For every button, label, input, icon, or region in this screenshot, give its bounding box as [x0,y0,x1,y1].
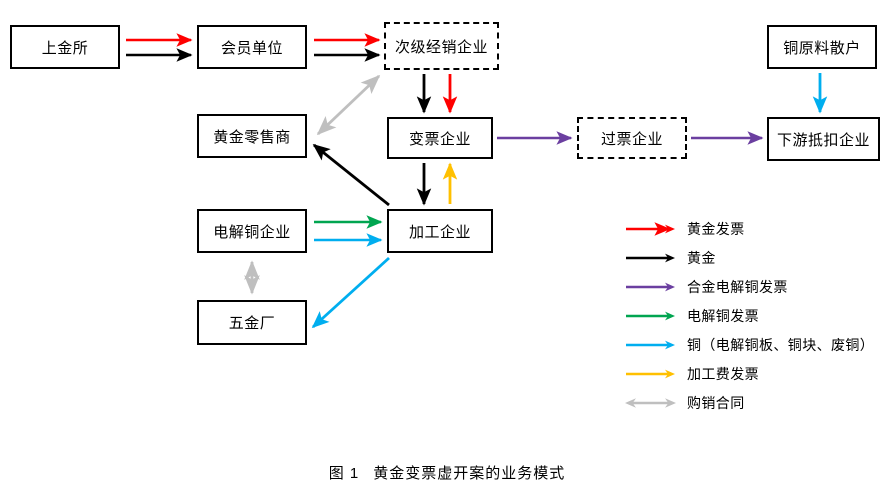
legend-swatch-gold [625,249,677,267]
legend-label-gold-invoice: 黄金发票 [687,220,745,237]
legend-label-copper: 铜（电解铜板、铜块、废铜） [687,336,875,353]
node-gold-retailer[interactable]: 黄金零售商 [197,114,307,158]
legend-item-gold-invoice: 黄金发票 [625,214,890,243]
legend-item-gold: 黄金 [625,243,890,272]
node-member-unit[interactable]: 会员单位 [197,25,307,69]
legend-swatch-processing-fee-invoice [625,365,677,383]
node-shanghai-gold-exchange[interactable]: 上金所 [10,25,120,69]
node-downstream-deduction-enterprise[interactable]: 下游抵扣企业 [767,117,880,161]
legend-label-gold: 黄金 [687,249,716,266]
node-electrolytic-copper-enterprise[interactable]: 电解铜企业 [197,209,307,253]
legend-item-processing-fee-invoice: 加工费发票 [625,359,890,388]
node-processing-enterprise[interactable]: 加工企业 [387,209,493,253]
legend-swatch-purchase-sale-contract [625,394,677,412]
edge-jgqy-hjls-gold [312,143,390,207]
figure-caption: 图 1 黄金变票虚开案的业务模式 [0,462,894,483]
legend-swatch-gold-invoice [625,220,677,238]
legend-swatch-electrolytic-copper-invoice [625,307,677,325]
legend-label-purchase-sale-contract: 购销合同 [687,394,745,411]
legend-item-copper: 铜（电解铜板、铜块、废铜） [625,330,890,359]
figure-caption-title: 黄金变票虚开案的业务模式 [373,465,566,482]
legend: 黄金发票 黄金 合金电解铜发票 [625,214,890,417]
legend-label-alloy-copper-invoice: 合金电解铜发票 [687,278,788,295]
legend-label-electrolytic-copper-invoice: 电解铜发票 [687,307,759,324]
legend-item-alloy-copper-invoice: 合金电解铜发票 [625,272,890,301]
node-secondary-distributor[interactable]: 次级经销企业 [384,22,499,70]
edge-jgqy-wjc-copper [311,256,390,329]
legend-swatch-copper [625,336,677,354]
legend-label-processing-fee-invoice: 加工费发票 [687,365,759,382]
legend-item-electrolytic-copper-invoice: 电解铜发票 [625,301,890,330]
node-invoice-changing-enterprise[interactable]: 变票企业 [387,117,493,159]
legend-item-purchase-sale-contract: 购销合同 [625,388,890,417]
node-hardware-factory[interactable]: 五金厂 [197,300,307,345]
figure-caption-number: 图 1 [328,465,360,482]
node-copper-raw-material-retail[interactable]: 铜原料散户 [767,25,877,69]
legend-swatch-alloy-copper-invoice [625,278,677,296]
node-invoice-passing-enterprise[interactable]: 过票企业 [577,117,687,159]
edge-cjjx-hjls-contract [316,74,381,136]
